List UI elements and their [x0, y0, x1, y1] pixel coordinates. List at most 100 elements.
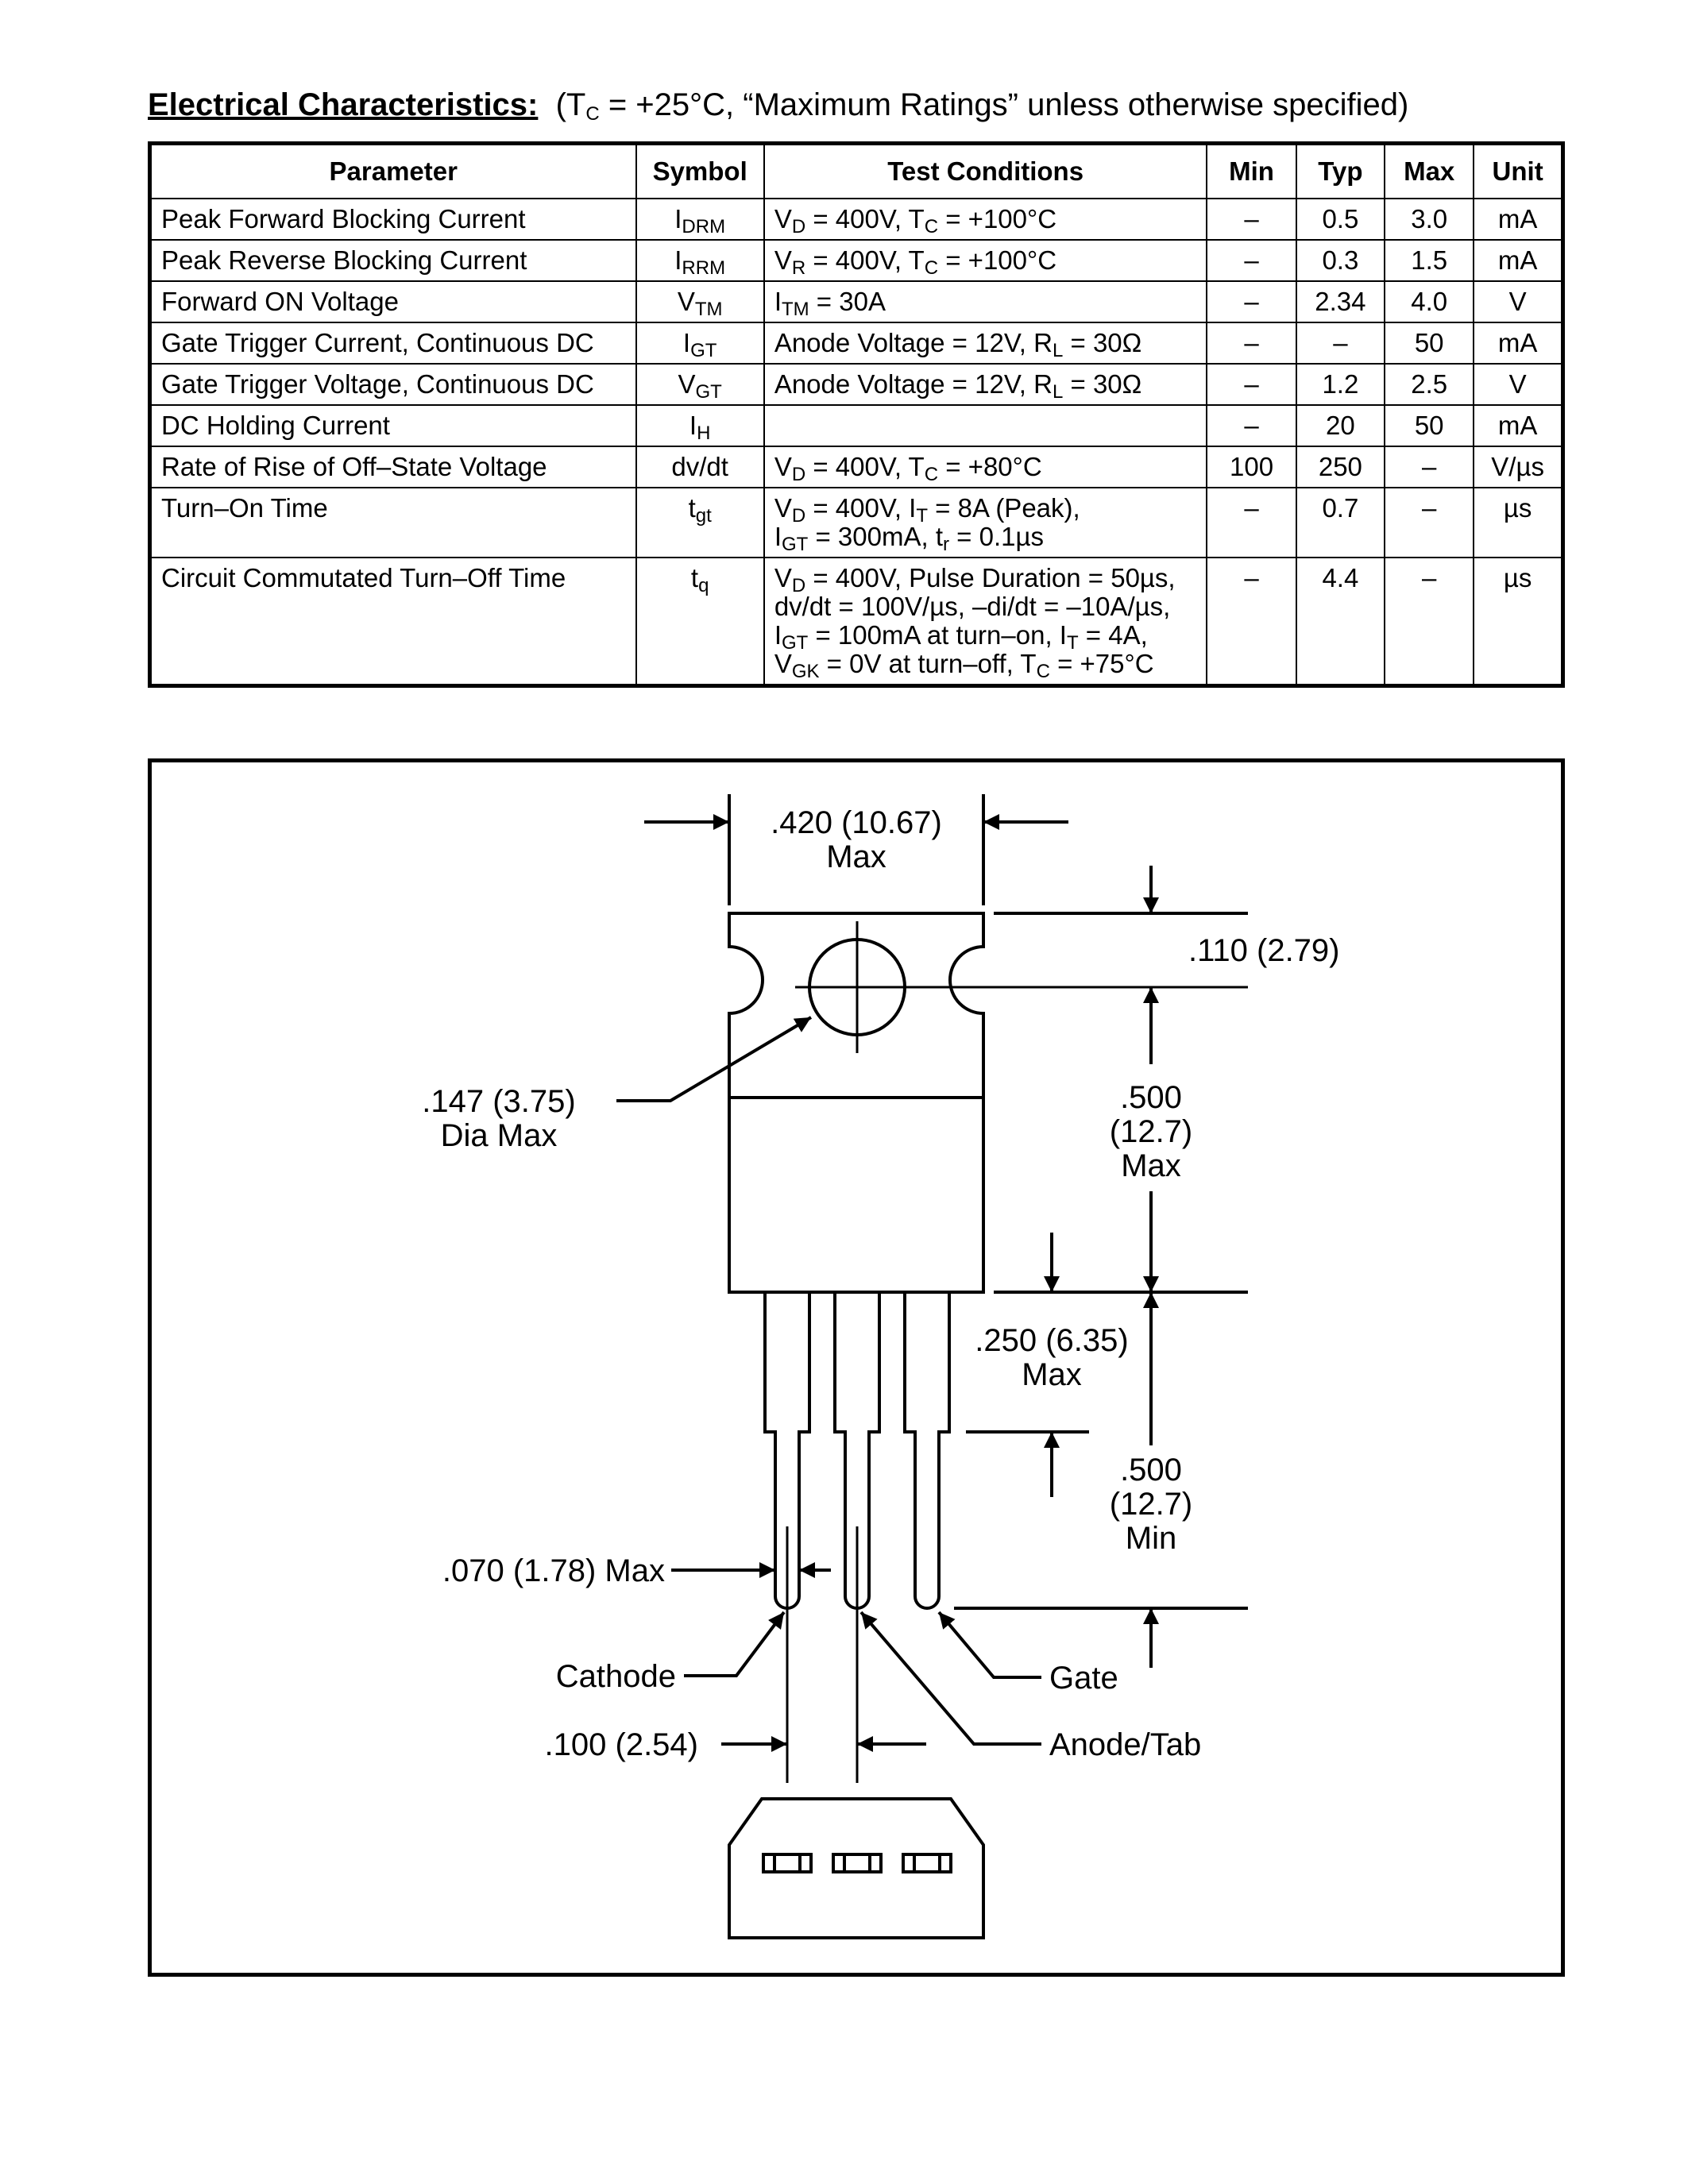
cell-parameter: Peak Reverse Blocking Current	[149, 239, 637, 282]
table-row: Rate of Rise of Off–State Voltage dv/dt …	[149, 446, 1564, 488]
cell-max: –	[1384, 487, 1475, 558]
lead-length-label-min: Min	[1126, 1521, 1176, 1556]
cell-test-conditions: VD = 400V, IT = 8A (Peak), IGT = 300mA, …	[763, 487, 1208, 558]
lead-gate	[903, 1292, 951, 1610]
table-row: Gate Trigger Voltage, Continuous DC VGT …	[149, 363, 1564, 406]
cell-min: –	[1206, 322, 1297, 365]
lead-upper-label-max: Max	[1022, 1357, 1082, 1392]
cell-max: 4.0	[1384, 280, 1475, 323]
cell-typ: 1.2	[1295, 363, 1386, 406]
cell-min: –	[1206, 280, 1297, 323]
cell-min: –	[1206, 404, 1297, 447]
cell-parameter: Circuit Commutated Turn–Off Time	[149, 557, 637, 687]
cell-typ: 2.34	[1295, 280, 1386, 323]
cell-typ: 0.3	[1295, 239, 1386, 282]
cell-min: –	[1206, 557, 1297, 687]
lead-upper-label: .250 (6.35)	[975, 1323, 1128, 1358]
heading-title: Electrical Characteristics:	[148, 87, 539, 122]
col-header-symbol: Symbol	[635, 142, 765, 199]
cell-symbol: VGT	[635, 363, 765, 406]
cell-unit: mA	[1473, 239, 1564, 282]
cell-test-conditions: VD = 400V, TC = +100°C	[763, 198, 1208, 241]
cell-min: –	[1206, 363, 1297, 406]
table-row: Peak Reverse Blocking Current IRRM VR = …	[149, 239, 1564, 282]
table-row: Forward ON Voltage VTM ITM = 30A – 2.34 …	[149, 280, 1564, 323]
table-row: Turn–On Time tgt VD = 400V, IT = 8A (Pea…	[149, 487, 1564, 558]
col-header-parameter: Parameter	[149, 142, 637, 199]
cell-max: –	[1384, 557, 1475, 687]
hole-dia-label: .147 (3.75)	[422, 1084, 575, 1119]
col-header-max: Max	[1384, 142, 1475, 199]
cell-min: –	[1206, 487, 1297, 558]
electrical-characteristics-table: Parameter Symbol Test Conditions Min Typ…	[148, 141, 1565, 688]
cell-min: –	[1206, 239, 1297, 282]
cell-symbol: tgt	[635, 487, 765, 558]
cell-test-conditions: Anode Voltage = 12V, RL = 30Ω	[763, 322, 1208, 365]
cell-test-conditions: ITM = 30A	[763, 280, 1208, 323]
cell-typ: 20	[1295, 404, 1386, 447]
anode-leader	[859, 1611, 1041, 1746]
hole-dia-label-max: Dia Max	[441, 1118, 558, 1153]
cell-parameter: Gate Trigger Current, Continuous DC	[149, 322, 637, 365]
cell-symbol: tq	[635, 557, 765, 687]
end-view-lead-2	[832, 1853, 883, 1873]
heading-cond-open: (T	[555, 87, 586, 122]
cell-unit: V	[1473, 363, 1564, 406]
cell-max: 3.0	[1384, 198, 1475, 241]
package-outline-svg: .420 (10.67) Max .110 (2.79) .147 (3.75)…	[422, 794, 1340, 1939]
cell-typ: 0.7	[1295, 487, 1386, 558]
cell-symbol: IH	[635, 404, 765, 447]
table-row: Gate Trigger Current, Continuous DC IGT …	[149, 322, 1564, 365]
cell-unit: mA	[1473, 404, 1564, 447]
heading-cond-sub: C	[585, 103, 600, 125]
end-view-lead-1	[762, 1853, 813, 1873]
cell-max: 1.5	[1384, 239, 1475, 282]
cell-unit: V	[1473, 280, 1564, 323]
cell-typ: 4.4	[1295, 557, 1386, 687]
cell-parameter: Gate Trigger Voltage, Continuous DC	[149, 363, 637, 406]
cell-parameter: Turn–On Time	[149, 487, 637, 558]
hole-leader	[616, 1016, 813, 1102]
anode-label: Anode/Tab	[1049, 1727, 1201, 1762]
cell-test-conditions: Anode Voltage = 12V, RL = 30Ω	[763, 363, 1208, 406]
cell-parameter: Forward ON Voltage	[149, 280, 637, 323]
cell-parameter: DC Holding Current	[149, 404, 637, 447]
gate-leader	[937, 1611, 1041, 1679]
col-header-typ: Typ	[1295, 142, 1386, 199]
tab-height-label: .110 (2.79)	[1188, 933, 1340, 968]
cell-unit: mA	[1473, 198, 1564, 241]
cell-min: –	[1206, 198, 1297, 241]
cell-symbol: IRRM	[635, 239, 765, 282]
cell-unit: µs	[1473, 557, 1564, 687]
body-height-label-max: Max	[1121, 1148, 1181, 1183]
col-header-test-conditions: Test Conditions	[763, 142, 1208, 199]
cell-typ: –	[1295, 322, 1386, 365]
cell-symbol: dv/dt	[635, 446, 765, 488]
cell-max: 2.5	[1384, 363, 1475, 406]
lead-length-label: .500	[1120, 1453, 1182, 1488]
table-row: Peak Forward Blocking Current IDRM VD = …	[149, 198, 1564, 241]
cell-min: 100	[1206, 446, 1297, 488]
cell-unit: mA	[1473, 322, 1564, 365]
cell-parameter: Peak Forward Blocking Current	[149, 198, 637, 241]
lead-width-label: .070 (1.78) Max	[442, 1553, 665, 1588]
cell-max: –	[1384, 446, 1475, 488]
cell-max: 50	[1384, 404, 1475, 447]
width-label: .420 (10.67)	[771, 805, 942, 840]
cell-unit: V/µs	[1473, 446, 1564, 488]
col-header-min: Min	[1206, 142, 1297, 199]
body-height-label-mm: (12.7)	[1110, 1114, 1193, 1149]
width-label-max: Max	[826, 839, 886, 874]
cathode-leader	[684, 1611, 786, 1677]
end-view-lead-3	[902, 1853, 952, 1873]
cell-max: 50	[1384, 322, 1475, 365]
lead-length-label-mm: (12.7)	[1110, 1487, 1193, 1522]
cell-test-conditions: VR = 400V, TC = +100°C	[763, 239, 1208, 282]
cell-typ: 0.5	[1295, 198, 1386, 241]
cathode-label: Cathode	[556, 1659, 676, 1694]
body-height-label: .500	[1120, 1080, 1182, 1115]
cell-unit: µs	[1473, 487, 1564, 558]
col-header-unit: Unit	[1473, 142, 1564, 199]
cell-test-conditions: VD = 400V, Pulse Duration = 50µs, dv/dt …	[763, 557, 1208, 687]
end-view-outline	[728, 1797, 985, 1939]
